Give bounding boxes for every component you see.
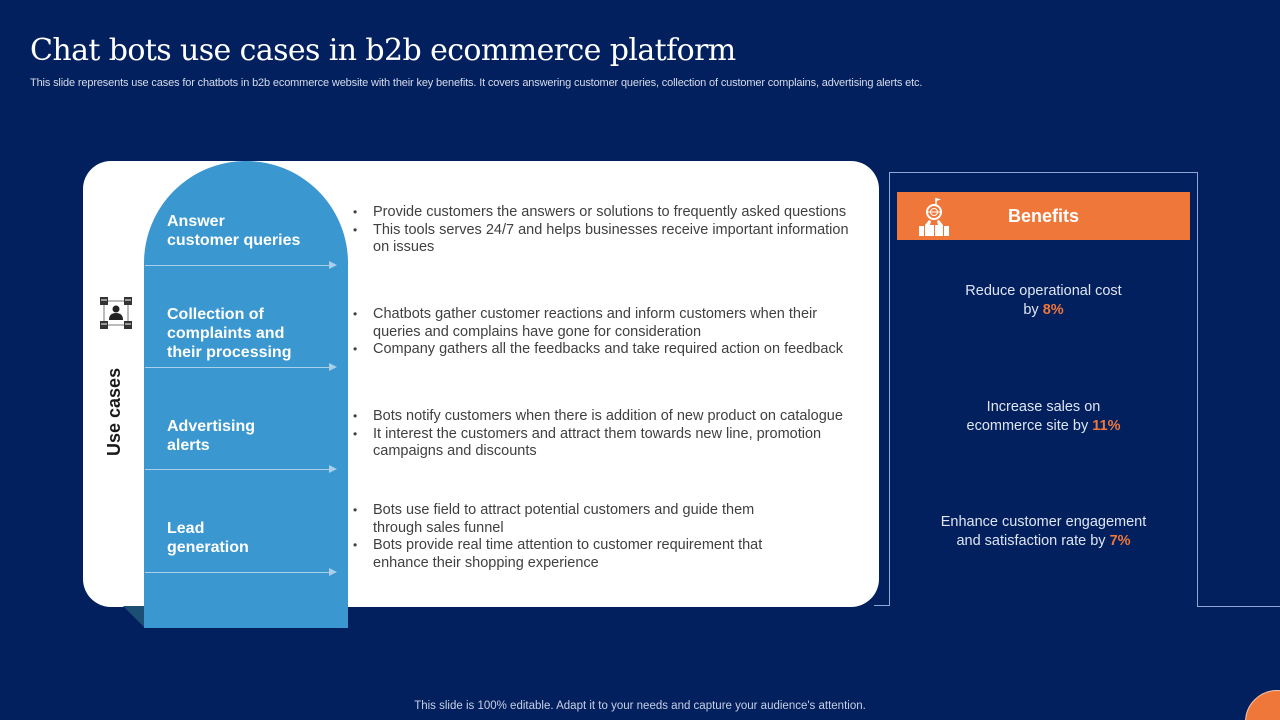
benefits-title: Benefits	[1007, 206, 1079, 226]
benefit-value: 8%	[1042, 302, 1064, 318]
bullet-item: Chatbots gather customer reactions and i…	[353, 306, 853, 341]
bullet-item: It interest the customers and attract th…	[353, 426, 858, 461]
benefits-frame-bottom-left	[874, 605, 890, 606]
use-case-label-complaints: Collection of complaints and their proce…	[167, 306, 292, 361]
use-case-label-lead-generation: Lead generation	[167, 520, 249, 556]
bullet-item: Company gathers all the feedbacks and ta…	[353, 341, 853, 359]
benefits-frame-bottom-right	[1197, 606, 1280, 607]
row-divider-arrow	[145, 465, 337, 473]
benefits-frame-right	[1197, 172, 1198, 607]
decorative-orange-circle	[1245, 690, 1280, 720]
footer-note: This slide is 100% editable. Adapt it to…	[414, 700, 866, 712]
bullet-item: Provide customers the answers or solutio…	[353, 204, 863, 222]
page-title: Chat bots use cases in b2b ecommerce pla…	[30, 33, 736, 68]
row-divider-arrow	[145, 363, 337, 371]
use-case-bullets-complaints: Chatbots gather customer reactions and i…	[353, 306, 853, 359]
use-case-bullets-lead-generation: Bots use field to attract potential cust…	[353, 502, 778, 572]
use-case-label-answer-queries: Answer customer queries	[167, 213, 301, 249]
page-subtitle: This slide represents use cases for chat…	[30, 77, 923, 89]
bullet-item: Bots provide real time attention to cust…	[353, 537, 778, 572]
bullet-item: Bots notify customers when there is addi…	[353, 408, 858, 426]
use-cases-vertical-label: Use cases	[104, 367, 124, 456]
bullet-item: Bots use field to attract potential cust…	[353, 502, 778, 537]
row-divider-arrow	[145, 568, 337, 576]
use-case-bullets-advertising: Bots notify customers when there is addi…	[353, 408, 858, 461]
panel-shadow	[123, 606, 145, 628]
use-case-bullets-answer-queries: Provide customers the answers or solutio…	[353, 204, 863, 257]
bullet-item: This tools serves 24/7 and helps busines…	[353, 222, 863, 257]
benefits-frame-top	[889, 172, 1198, 173]
benefit-value: 7%	[1109, 533, 1131, 549]
use-cases-arch	[144, 161, 348, 628]
benefits-header: Benefits	[897, 192, 1190, 240]
benefit-value: 11%	[1092, 418, 1121, 434]
benefits-frame-left	[889, 172, 890, 606]
thumbs-up-globe-icon	[919, 198, 949, 236]
use-case-label-advertising: Advertising alerts	[167, 418, 256, 454]
benefit-item-sales: Increase sales on ecommerce site by 11%	[966, 399, 1121, 434]
row-divider-arrow	[145, 261, 337, 269]
benefit-item-engagement: Enhance customer engagement and satisfac…	[940, 514, 1147, 549]
benefit-item-operational-cost: Reduce operational cost by 8%	[965, 283, 1122, 318]
people-network-icon	[100, 297, 132, 329]
